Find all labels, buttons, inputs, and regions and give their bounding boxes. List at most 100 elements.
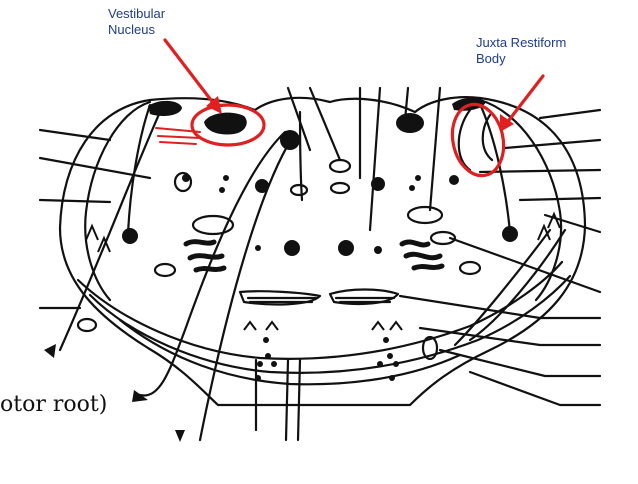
leader-right-3 xyxy=(478,168,602,174)
nucleus-dot-9 xyxy=(223,175,229,181)
juxta-label-line-2: Body xyxy=(476,51,506,66)
fibre-band-2 xyxy=(88,274,572,374)
vestibular-highlight-ellipse xyxy=(190,103,266,147)
nucleus-dot-13 xyxy=(449,175,459,185)
section-outline xyxy=(58,96,587,407)
small-dot-8 xyxy=(377,361,383,367)
leader-top-1 xyxy=(286,86,312,152)
small-dot-3 xyxy=(257,361,263,367)
leader-right-5 xyxy=(543,213,602,234)
vestibular-nucleus-blob xyxy=(204,112,247,135)
nucleus-dot-3 xyxy=(122,228,138,244)
juxta-arrowhead xyxy=(500,114,514,132)
oval-center-2 xyxy=(329,181,351,195)
vestibular-pointer-line xyxy=(163,38,216,106)
fibre-arrow-right-1 xyxy=(537,223,551,241)
small-dot-4 xyxy=(271,361,277,367)
leader-right-6 xyxy=(448,236,602,294)
fibre-arrow-mid-3 xyxy=(371,320,385,331)
oval-center-1 xyxy=(328,158,352,174)
oval-left-small xyxy=(173,171,193,193)
pyramid-hatch xyxy=(246,296,396,304)
vestibular-arrowhead xyxy=(206,96,222,114)
oval-right-2 xyxy=(429,230,457,246)
left-lobe xyxy=(84,100,152,302)
fibre-band-1 xyxy=(76,260,564,360)
juxta-highlight-ellipse xyxy=(450,102,506,178)
juxta-restiform-label: Juxta Restiform Body xyxy=(476,35,566,67)
nucleus-dot-5 xyxy=(338,240,354,256)
right-nucleus-oval xyxy=(396,113,424,133)
fibre-arrow-left-1 xyxy=(85,223,99,241)
juxta-pointer-line xyxy=(504,74,545,126)
oval-left-mid xyxy=(289,183,309,197)
nucleus-dot-12 xyxy=(409,185,415,191)
juxta-curve-2 xyxy=(481,113,494,162)
fibre-left-descending xyxy=(138,130,287,397)
nucleus-dot-14 xyxy=(182,174,190,182)
leader-top-4 xyxy=(368,86,382,232)
vestibular-label-line-2: Nucleus xyxy=(108,22,155,37)
fibre-arrow-right-2 xyxy=(547,211,561,229)
oval-left-upper xyxy=(191,214,235,236)
fibre-arrow-left-2 xyxy=(97,235,111,253)
left-pyramid xyxy=(238,290,322,306)
fibre-arrowhead-bottom-left xyxy=(132,390,148,402)
fibre-arrow-mid-4 xyxy=(389,320,403,331)
oval-lower-left xyxy=(153,262,177,278)
nucleus-dot-1 xyxy=(255,179,269,193)
leader-left-3 xyxy=(38,198,112,204)
nerve-root-loop xyxy=(421,335,439,361)
small-dot-7 xyxy=(387,353,393,359)
motor-root-label: otor root) xyxy=(0,392,108,417)
red-fibre-1 xyxy=(155,127,201,133)
fibre-arrow-mid-2 xyxy=(265,320,279,331)
fibre-band-3 xyxy=(118,318,462,386)
leader-right-8 xyxy=(418,326,602,347)
leader-top-6 xyxy=(428,86,442,212)
leader-right-4 xyxy=(518,196,602,202)
right-pyramid xyxy=(328,288,400,306)
fibre-left-lateral xyxy=(58,110,162,352)
oval-lower-right xyxy=(458,260,482,276)
fibre-right-lateral-2 xyxy=(453,228,552,347)
small-dot-9 xyxy=(393,361,399,367)
nucleus-dot-7 xyxy=(255,245,261,251)
nucleus-dot-10 xyxy=(415,175,421,181)
leader-left-1 xyxy=(38,128,112,142)
squiggle-left xyxy=(183,239,227,273)
fibre-arrowhead-left-edge xyxy=(44,344,56,358)
red-fibre-2 xyxy=(157,135,201,139)
juxta-label-line-1: Juxta Restiform xyxy=(476,35,567,50)
fibre-right-lateral xyxy=(468,228,567,342)
leader-right-9 xyxy=(438,348,602,378)
leader-top-2 xyxy=(308,86,342,162)
nucleus-dot-11 xyxy=(219,187,225,193)
small-dot-10 xyxy=(389,375,395,381)
nucleus-dot-8 xyxy=(502,226,518,242)
left-top-blob xyxy=(148,100,182,116)
center-top-nucleus xyxy=(280,130,300,150)
left-inner-lobe xyxy=(126,103,152,236)
fibre-arrowhead-bottom-center xyxy=(175,430,185,442)
leader-right-1 xyxy=(538,108,602,120)
vestibular-nucleus-label: Vestibular Nucleus xyxy=(108,6,165,38)
leader-right-7 xyxy=(398,294,602,320)
leader-left-2 xyxy=(38,156,152,180)
red-fibre-3 xyxy=(159,141,197,145)
fibre-left-descending-2 xyxy=(198,136,294,442)
small-dot-2 xyxy=(265,353,271,359)
oval-nerve-left xyxy=(76,317,98,333)
squiggle-right xyxy=(399,239,445,271)
fibre-root-center xyxy=(284,358,302,442)
nucleus-dot-4 xyxy=(284,240,300,256)
oval-right-1 xyxy=(406,205,444,225)
vestibular-label-line-1: Vestibular xyxy=(108,6,166,21)
fibre-arrow-mid-1 xyxy=(243,320,257,331)
nucleus-dot-6 xyxy=(374,246,382,254)
small-dot-5 xyxy=(255,375,261,381)
small-dot-6 xyxy=(383,337,389,343)
leader-right-2 xyxy=(503,138,602,150)
